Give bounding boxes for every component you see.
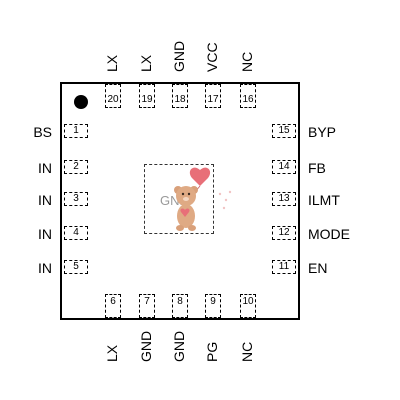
pin1-indicator-dot — [74, 95, 88, 109]
pin-label-16: NC — [239, 51, 255, 72]
pin-label-8: GND — [171, 330, 187, 362]
pin-pad-16: 16 — [240, 84, 256, 108]
pin-pad-11: 11 — [272, 260, 296, 274]
pin-label-14: FB — [308, 160, 326, 176]
pin-pad-18: 18 — [172, 84, 188, 108]
pin-label-10: NC — [239, 341, 255, 362]
pin-pad-13: 13 — [272, 192, 296, 206]
pin-pad-14: 14 — [272, 160, 296, 174]
pin-pad-8: 8 — [172, 294, 188, 318]
pin-pad-12: 12 — [272, 226, 296, 240]
ic-package-outline — [60, 82, 300, 320]
pin-pad-19: 19 — [139, 84, 155, 108]
pin-pad-10: 10 — [240, 294, 256, 318]
pin-pad-20: 20 — [105, 84, 121, 108]
exposed-pad-outline — [144, 164, 214, 234]
pin-label-13: ILMT — [308, 192, 340, 208]
pin-pad-17: 17 — [205, 84, 221, 108]
pin-label-11: EN — [308, 260, 328, 276]
pin-pad-9: 9 — [205, 294, 221, 318]
pin-pad-1: 1 — [64, 124, 88, 138]
pin-pad-6: 6 — [105, 294, 121, 318]
pin-label-3: IN — [38, 192, 52, 208]
pin-label-7: GND — [138, 330, 154, 362]
pin-label-6: LX — [104, 344, 120, 362]
pin-label-2: IN — [38, 160, 52, 176]
pin-pad-3: 3 — [64, 192, 88, 206]
pin-label-4: IN — [38, 226, 52, 242]
pin-pad-5: 5 — [64, 260, 88, 274]
pin-label-15: BYP — [308, 124, 337, 140]
pin-label-12: MODE — [308, 226, 350, 242]
pin-pad-2: 2 — [64, 160, 88, 174]
pin-pad-7: 7 — [139, 294, 155, 318]
pin-label-9: PG — [204, 341, 220, 362]
pin-label-20: LX — [104, 54, 120, 72]
pin-label-18: GND — [171, 40, 187, 72]
pin-label-17: VCC — [204, 42, 220, 72]
pin-pad-15: 15 — [272, 124, 296, 138]
pin-label-5: IN — [38, 260, 52, 276]
bear-balloon-watermark-icon — [174, 167, 232, 231]
pin-pad-4: 4 — [64, 226, 88, 240]
pin-label-1: BS — [33, 124, 52, 140]
pin-label-19: LX — [138, 54, 154, 72]
